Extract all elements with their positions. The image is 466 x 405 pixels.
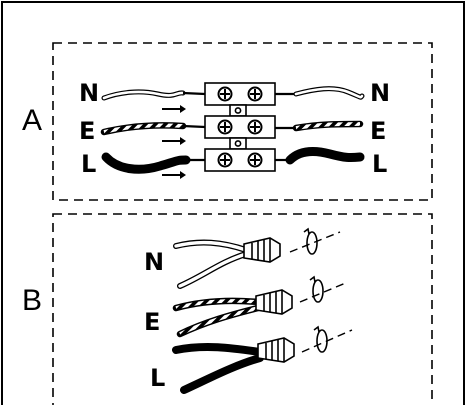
terminal-n	[204, 82, 276, 106]
panel-b: B N E L	[22, 213, 433, 405]
b-label-l: L	[150, 364, 165, 392]
left-label-e: E	[79, 117, 95, 145]
earth-wire-left	[100, 122, 206, 136]
neutral-wire-left	[101, 89, 206, 101]
terminal-screws	[217, 86, 263, 168]
live-wire-pair	[172, 342, 264, 394]
b-label-e: E	[144, 308, 160, 336]
left-label-l: L	[81, 150, 96, 178]
b-label-n: N	[144, 248, 164, 276]
neutral-wire-right	[275, 86, 365, 100]
live-wire-left	[101, 152, 205, 174]
rotate-arrow-icon	[313, 325, 328, 353]
panel-a-label: A	[22, 104, 42, 137]
twist-axis-n	[289, 231, 341, 253]
wire-connector-l	[257, 337, 295, 363]
earth-wire-right	[275, 120, 364, 132]
terminal-l	[204, 148, 276, 172]
left-label-n: N	[79, 79, 99, 107]
panel-a: A N E L N E L	[22, 42, 433, 201]
live-wire-right	[275, 147, 365, 165]
right-label-n: N	[370, 79, 390, 107]
rotate-arrow-icon	[303, 227, 318, 255]
insertion-arrows	[162, 105, 186, 179]
right-label-e: E	[370, 117, 386, 145]
wire-connector-n	[243, 237, 281, 263]
terminal-block	[204, 82, 276, 172]
wire-connector-e	[255, 289, 293, 315]
panel-b-border	[52, 213, 433, 405]
twist-axis-e	[299, 281, 349, 303]
panel-a-border	[52, 42, 433, 201]
earth-wire-pair	[172, 297, 262, 338]
neutral-wire-pair	[173, 239, 249, 289]
panel-b-label: B	[22, 284, 42, 317]
rotate-arrow-icon	[309, 275, 324, 303]
right-label-l: L	[372, 150, 387, 178]
terminal-e	[204, 115, 276, 139]
